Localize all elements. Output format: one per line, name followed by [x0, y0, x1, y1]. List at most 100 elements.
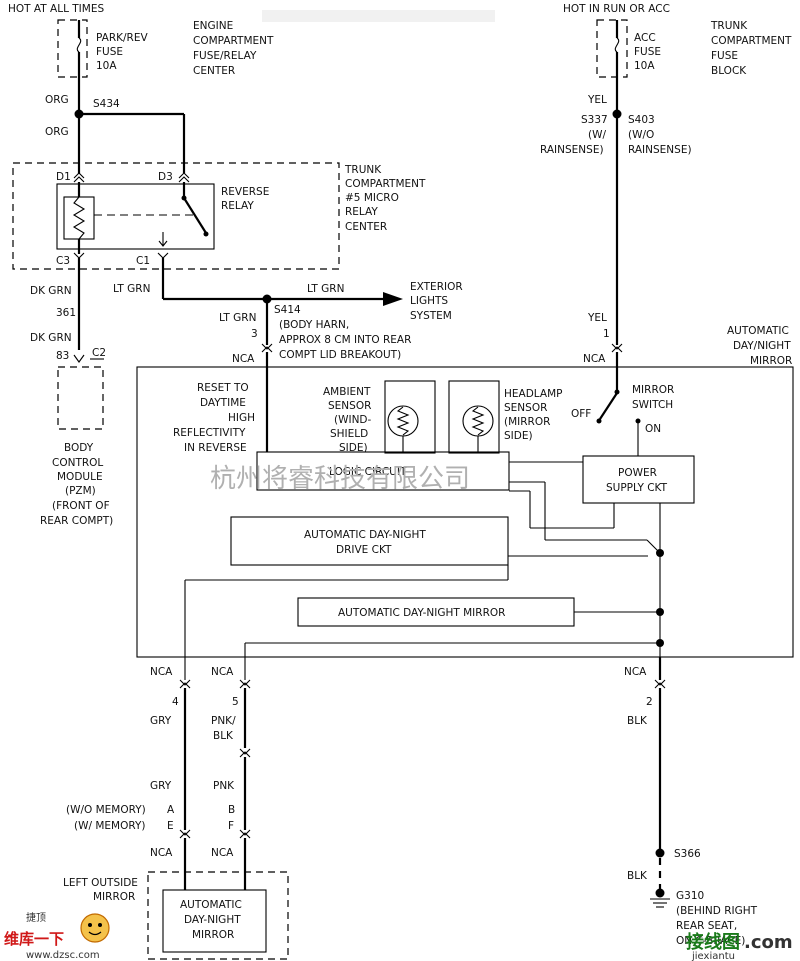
exterior-lights-label: SYSTEM: [410, 310, 452, 322]
drive-circuit-label: DRIVE CKT: [336, 544, 392, 556]
relay-center-box: [12, 162, 340, 270]
wire-color-label: BLK: [627, 715, 648, 727]
trunk-fuse-block-label: FUSE: [711, 50, 738, 62]
exterior-lights-label: LIGHTS: [410, 295, 448, 307]
splice-s434-label: S434: [93, 98, 120, 110]
splice-s414-note: APPROX 8 CM INTO REAR: [279, 334, 411, 346]
ground-label: REAR SEAT,: [676, 920, 737, 932]
site-logo-text: 维库一下: [4, 930, 64, 948]
wire-color-label: DK GRN: [30, 332, 72, 344]
switch-on-label: ON: [645, 423, 661, 435]
pin-letter: B: [228, 804, 235, 816]
pin-number: 5: [232, 696, 239, 708]
acc-fuse-label: 10A: [634, 60, 655, 72]
drive-circuit-label: AUTOMATIC DAY-NIGHT: [304, 529, 426, 541]
ambient-sensor-label: AMBIENT: [323, 386, 371, 398]
mirror-title: MIRROR: [750, 355, 792, 367]
bcm-label: MODULE: [57, 471, 103, 483]
relay-pin-label: C3: [56, 255, 70, 267]
site-logo-mascot: [80, 913, 110, 943]
relay-center-label: RELAY: [345, 206, 378, 218]
headlamp-sensor-label: (MIRROR: [504, 416, 550, 428]
body-control-module-box: [57, 366, 104, 430]
ground-label: (BEHIND RIGHT: [676, 905, 758, 917]
company-watermark: 杭州将睿科技有限公司: [210, 464, 470, 494]
headlamp-sensor-label: SENSOR: [504, 402, 547, 414]
connector-label: C2: [92, 347, 106, 359]
left-outside-mirror-label: LEFT OUTSIDE: [63, 877, 138, 889]
power-supply-label: POWER: [618, 467, 657, 479]
nca-label: NCA: [150, 847, 173, 859]
splice-label: S403: [628, 114, 655, 126]
circuit-number: 83: [56, 350, 69, 362]
park-rev-fuse-label: PARK/REV: [96, 32, 148, 44]
pin-letter: A: [167, 804, 175, 816]
nca-label: NCA: [232, 353, 255, 365]
auto-day-night-mirror-enclosure: [136, 366, 794, 658]
nca-label: NCA: [624, 666, 647, 678]
power-supply-label: SUPPLY CKT: [606, 482, 668, 494]
site-logo-text: 捷顶: [26, 911, 46, 924]
pin-number: 4: [172, 696, 179, 708]
bcm-label: BODY: [64, 442, 94, 454]
engine-fuse-center-label: COMPARTMENT: [193, 35, 274, 47]
ambient-sensor-label: SENSOR: [328, 400, 371, 412]
bcm-label: REAR COMPT): [40, 515, 113, 527]
logic-circuit-block: [256, 451, 510, 491]
reset-daytime-label: DAYTIME: [200, 397, 246, 409]
engine-fuse-center-label: ENGINE: [193, 20, 233, 32]
left-outside-mirror-label: MIRROR: [93, 891, 135, 903]
wire-color-label: LT GRN: [307, 283, 344, 295]
park-rev-fuse-box: [57, 19, 88, 78]
reverse-relay-label: RELAY: [221, 200, 254, 212]
pin-letter: E: [167, 820, 174, 832]
ground-g310: [655, 888, 665, 898]
nca-label: NCA: [150, 666, 173, 678]
mirror-title: AUTOMATIC: [727, 325, 789, 337]
splice-label: (W/O: [628, 129, 654, 141]
nca-label: NCA: [211, 847, 234, 859]
bcm-label: CONTROL: [52, 457, 103, 469]
wire-color-label: PNK: [213, 780, 235, 792]
wire-color-label: BLK: [627, 870, 648, 882]
reset-daytime-label: HIGH: [228, 412, 255, 424]
wire-color-label: GRY: [150, 780, 172, 792]
relay-pin-label: C1: [136, 255, 150, 267]
site-logo-mark: 接线图: [686, 931, 740, 953]
splice-s414-note: (BODY HARN,: [279, 319, 349, 331]
wire-color-label: ORG: [45, 126, 69, 138]
nca-label: NCA: [211, 666, 234, 678]
left-mirror-box-label: MIRROR: [192, 929, 234, 941]
site-logo-url: www.dzsc.com: [26, 950, 100, 961]
wire-color-label: LT GRN: [219, 312, 256, 324]
pin-number: 3: [251, 328, 258, 340]
mirror-switch-off-contact: [596, 418, 602, 424]
left-mirror-box-label: DAY-NIGHT: [184, 914, 241, 926]
logic-circuit-label: LOGIC CIRCUIT: [329, 466, 407, 478]
park-rev-fuse-label: 10A: [96, 60, 117, 72]
acc-fuse-label: ACC: [634, 32, 656, 44]
splice-s366: [655, 848, 665, 858]
splice-label: S337: [581, 114, 608, 126]
wire-color-label: PNK/: [211, 715, 236, 727]
wire-color-label: BLK: [213, 730, 234, 742]
relay-center-label: TRUNK: [344, 164, 382, 176]
splice-s414-note: COMPT LID BREAKOUT): [279, 349, 401, 361]
wire-color-label: YEL: [587, 312, 607, 324]
pin-number: 1: [603, 328, 610, 340]
switch-off-label: OFF: [571, 408, 591, 420]
splice-s414-label: S414: [274, 304, 301, 316]
engine-fuse-center-label: FUSE/RELAY: [193, 50, 257, 62]
trunk-fuse-block-label: BLOCK: [711, 65, 747, 77]
acc-fuse-box: [596, 19, 628, 78]
relay-pin-label: D1: [56, 171, 71, 183]
pin-number: 2: [646, 696, 653, 708]
exterior-lights-label: EXTERIOR: [410, 281, 463, 293]
mirror-switch-label: SWITCH: [632, 399, 673, 411]
reset-daytime-label: IN REVERSE: [184, 442, 247, 454]
ground-label: ON C-BRACE): [676, 935, 745, 947]
reset-daytime-label: REFLECTIVITY: [173, 427, 246, 439]
trunk-fuse-block-label: TRUNK: [710, 20, 748, 32]
splice-label: RAINSENSE): [628, 144, 692, 156]
